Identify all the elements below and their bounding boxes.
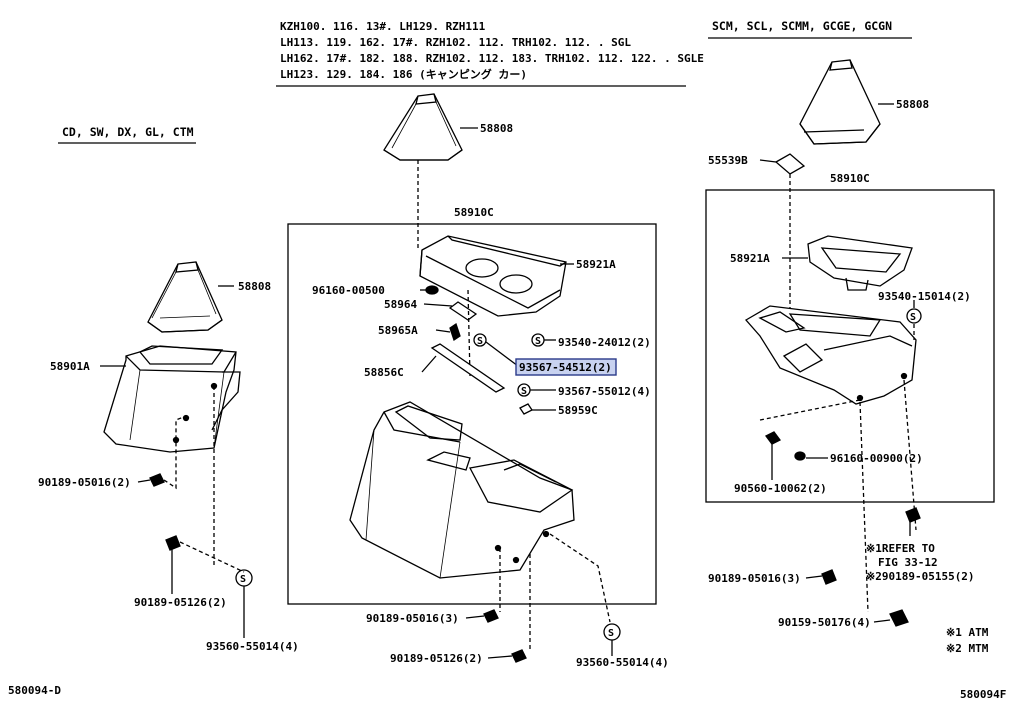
left-screw-2-drawing	[165, 535, 181, 594]
right-part-holder[interactable]: 58921A	[730, 252, 770, 265]
svg-text:S: S	[521, 386, 527, 397]
center-shift-boot-drawing	[383, 93, 463, 161]
center-part-boot[interactable]: 58808	[480, 122, 513, 135]
center-part-screw-s[interactable]: 93560-55014(4)	[576, 656, 669, 669]
right-part-clip[interactable]: 96160-00900(2)	[830, 452, 923, 465]
center-bracket-a-drawing	[423, 301, 478, 321]
right-part-assy[interactable]: 58910C	[830, 172, 870, 185]
right-part-boot[interactable]: 58808	[896, 98, 929, 111]
footer-left-code: 580094-D	[8, 684, 61, 697]
center-part-pad[interactable]: 58959C	[558, 404, 598, 417]
center-header-line-4: LH123. 129. 184. 186 (キャンピング カー)	[280, 67, 527, 81]
right-part-screw-b[interactable]: 90189-05016(3)	[708, 572, 801, 585]
right-part-nut[interactable]: 90560-10062(2)	[734, 482, 827, 495]
center-part-bracket-a[interactable]: 58964	[384, 298, 417, 311]
center-header-line-2: LH113. 119. 162. 17#. RZH102. 112. TRH10…	[280, 36, 631, 49]
left-part-screw-1[interactable]: 90189-05016(2)	[38, 476, 131, 489]
right-part-note-1[interactable]: ※1REFER TO	[866, 542, 935, 555]
center-header-line-3: LH162. 17#. 182. 188. RZH102. 112. 183. …	[280, 52, 704, 65]
svg-text:S: S	[535, 336, 541, 347]
center-model-header: KZH100. 116. 13#. LH129. RZH111 LH113. 1…	[276, 20, 704, 87]
svg-text:S: S	[608, 628, 614, 639]
right-plate-drawing	[774, 153, 806, 175]
center-assembly-frame	[287, 223, 657, 605]
right-dash-b	[759, 399, 861, 421]
left-part-screw-s[interactable]: 93560-55014(4)	[206, 640, 299, 653]
right-console-drawing	[744, 305, 917, 405]
center-highlight-leader	[485, 341, 519, 367]
center-clip-drawing	[420, 285, 439, 295]
left-part-console[interactable]: 58901A	[50, 360, 90, 373]
svg-text:S: S	[910, 312, 916, 323]
center-rail-drawing	[421, 343, 506, 393]
left-dash-2	[179, 541, 245, 573]
center-bracket-b-drawing	[435, 322, 461, 342]
left-part-screw-2[interactable]: 90189-05126(2)	[134, 596, 227, 609]
left-console-drawing	[103, 345, 241, 453]
left-header-text: CD, SW, DX, GL, CTM	[62, 125, 194, 139]
right-assembly-frame	[705, 189, 995, 503]
right-clip-drawing	[794, 451, 806, 461]
footer-right-code: 580094F	[960, 688, 1006, 701]
right-header-text: SCM, SCL, SCMM, GCGE, GCGN	[712, 19, 892, 33]
right-part-note-1b: FIG 33-12	[878, 556, 938, 569]
left-part-boot[interactable]: 58808	[238, 280, 271, 293]
legend-mtm: ※2 MTM	[946, 642, 989, 655]
center-part-clip[interactable]: 96160-00500	[312, 284, 385, 297]
right-part-plate[interactable]: 55539B	[708, 154, 748, 167]
center-console-body-drawing	[349, 401, 575, 579]
center-screw-d-drawing	[511, 649, 527, 663]
center-pad-drawing	[519, 403, 533, 415]
left-assembly: S	[100, 261, 253, 638]
right-assembly: S	[705, 59, 995, 627]
center-part-bracket-b[interactable]: 58965A	[378, 324, 418, 337]
left-screw-1-drawing	[137, 473, 165, 487]
center-part-screw-b[interactable]: 93567-55012(4)	[558, 385, 651, 398]
right-part-note-2[interactable]: ※290189-05155(2)	[866, 570, 975, 583]
center-screw-c-drawing	[483, 609, 499, 623]
right-nut-drawing	[765, 431, 781, 445]
center-part-rail[interactable]: 58856C	[364, 366, 404, 379]
highlight-box	[515, 358, 617, 376]
center-dash-d	[549, 533, 611, 623]
right-part-screw-a[interactable]: 93540-15014(2)	[878, 290, 971, 303]
right-dash-d	[859, 401, 869, 613]
center-dash-a	[467, 289, 471, 377]
center-part-assy[interactable]: 58910C	[454, 206, 494, 219]
legend-atm: ※1 ATM	[946, 626, 989, 639]
center-part-screw-a[interactable]: 93540-24012(2)	[558, 336, 651, 349]
center-part-holder[interactable]: 58921A	[576, 258, 616, 271]
center-highlighted-part[interactable]: 93567-54512(2)	[515, 358, 617, 376]
left-shift-boot-drawing	[147, 261, 223, 333]
svg-text:S: S	[477, 336, 483, 347]
center-part-screw-d[interactable]: 90189-05126(2)	[390, 652, 483, 665]
center-cup-holder-drawing	[419, 235, 567, 317]
center-part-screw-highlight[interactable]: 93567-54512(2)	[519, 361, 612, 374]
left-dash-1	[163, 415, 187, 490]
right-shift-boot-drawing	[799, 59, 881, 145]
center-assembly: S S S	[287, 93, 657, 663]
center-header-line-1: KZH100. 116. 13#. LH129. RZH111	[280, 20, 486, 33]
right-part-screw-c[interactable]: 90159-50176(4)	[778, 616, 871, 629]
left-s-letter: S	[240, 574, 246, 585]
center-part-screw-c[interactable]: 90189-05016(3)	[366, 612, 459, 625]
right-model-header: SCM, SCL, SCMM, GCGE, GCGN	[708, 19, 912, 39]
left-model-header: CD, SW, DX, GL, CTM	[58, 125, 196, 144]
right-holder-drawing	[807, 235, 913, 291]
